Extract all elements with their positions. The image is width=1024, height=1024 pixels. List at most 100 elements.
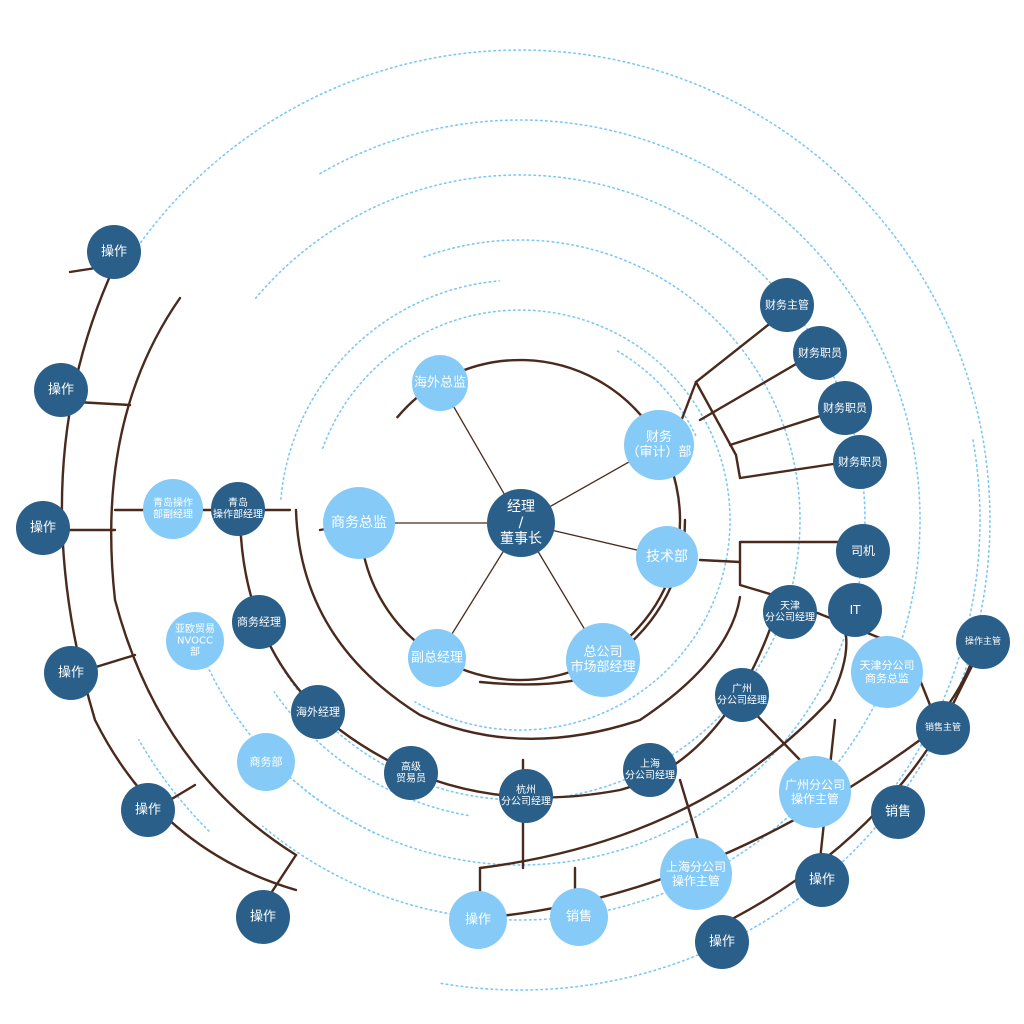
node-business-dept: 商务部 bbox=[237, 733, 295, 791]
node-circle bbox=[166, 612, 224, 670]
arc-ring-4 bbox=[110, 296, 298, 857]
node-business-manager: 商务经理 bbox=[232, 595, 286, 649]
node-finance-staff-3: 财务职员 bbox=[833, 435, 887, 489]
node-label: 副总经理 bbox=[411, 651, 463, 666]
node-circle bbox=[566, 623, 640, 697]
link-shanghai-supervisor bbox=[678, 778, 700, 842]
node-tianjin-ops-supervisor: 操作主管 bbox=[956, 615, 1010, 669]
node-label: NVOCC bbox=[177, 636, 213, 647]
node-circle bbox=[34, 363, 88, 417]
node-circle bbox=[449, 891, 507, 949]
node-label: 天津分公司 bbox=[860, 659, 915, 672]
node-circle bbox=[871, 785, 925, 839]
node-ops-4: 操作 bbox=[44, 646, 98, 700]
node-label: 财务 bbox=[646, 429, 672, 445]
node-circle bbox=[16, 501, 70, 555]
node-label: 销售 bbox=[885, 804, 911, 820]
node-ops-5: 操作 bbox=[121, 783, 175, 837]
node-circle bbox=[660, 838, 732, 910]
node-finance-dept: 财务（审计）部 bbox=[624, 410, 694, 480]
node-circle bbox=[623, 743, 677, 797]
node-circle bbox=[236, 890, 290, 944]
arc-ring-6 bbox=[478, 606, 848, 870]
node-circle bbox=[412, 355, 468, 411]
node-overseas-director: 海外总监 bbox=[412, 355, 468, 411]
node-label: 分公司经理 bbox=[501, 794, 551, 807]
node-ops-1: 操作 bbox=[87, 225, 141, 279]
node-circle bbox=[624, 410, 694, 480]
node-tech-dept: 技术部 bbox=[636, 526, 698, 588]
node-circle bbox=[828, 583, 882, 637]
node-business-director: 商务总监 bbox=[323, 487, 395, 559]
node-tianjin-sales-supervisor: 销售主管 bbox=[916, 701, 970, 755]
node-ops-2: 操作 bbox=[34, 363, 88, 417]
arc-ring-2 bbox=[294, 508, 742, 740]
node-label: 操作主管 bbox=[672, 873, 720, 888]
decorative-rings bbox=[134, 49, 991, 991]
node-label: 操作 bbox=[30, 520, 56, 536]
node-label: 操作主管 bbox=[965, 635, 1001, 647]
node-label: 分公司经理 bbox=[765, 610, 815, 623]
node-label: 商务部 bbox=[250, 755, 283, 769]
node-label: 商务总监 bbox=[331, 515, 387, 531]
node-ops-6: 操作 bbox=[236, 890, 290, 944]
link-tech-tianjin bbox=[698, 558, 792, 602]
node-label: 技术部 bbox=[646, 549, 688, 565]
node-circle bbox=[818, 381, 872, 435]
node-label: 上海分公司 bbox=[666, 859, 726, 874]
node-label: 操作 bbox=[101, 244, 127, 260]
node-label: 分公司经理 bbox=[625, 768, 675, 781]
node-label: 高级 bbox=[401, 760, 421, 773]
node-label: 海外经理 bbox=[296, 705, 340, 719]
node-label: 杭州 bbox=[516, 783, 536, 796]
node-circle bbox=[291, 685, 345, 739]
node-label: 市场部经理 bbox=[570, 659, 635, 675]
node-label: 司机 bbox=[851, 544, 875, 558]
node-chairman: 经理/董事长 bbox=[487, 489, 555, 557]
node-circle bbox=[793, 326, 847, 380]
node-label: 青岛操作 bbox=[153, 496, 193, 509]
node-label: 广州 bbox=[732, 683, 752, 695]
node-circle bbox=[487, 489, 555, 557]
node-finance-staff-1: 财务职员 bbox=[793, 326, 847, 380]
node-label: 商务经理 bbox=[237, 615, 281, 629]
node-circle bbox=[916, 701, 970, 755]
node-circle bbox=[851, 636, 923, 708]
node-driver: 司机 bbox=[836, 524, 890, 578]
node-label: 财务职员 bbox=[823, 401, 867, 415]
node-label: 操作 bbox=[48, 382, 74, 398]
node-label: 经理 bbox=[507, 499, 535, 515]
node-label: （审计）部 bbox=[626, 445, 691, 460]
dotted-ring-4 bbox=[256, 239, 801, 801]
org-nodes: 经理/董事长海外总监商务总监副总经理总公司市场部经理技术部财务（审计）部财务主管… bbox=[16, 225, 1010, 969]
node-circle bbox=[499, 769, 553, 823]
node-label: 操作部经理 bbox=[213, 507, 263, 520]
node-circle bbox=[956, 615, 1010, 669]
node-label: 海外总监 bbox=[414, 376, 466, 391]
node-circle bbox=[833, 435, 887, 489]
node-finance-supervisor: 财务主管 bbox=[760, 278, 814, 332]
node-it: IT bbox=[828, 583, 882, 637]
node-circle bbox=[715, 668, 769, 722]
node-circle bbox=[695, 915, 749, 969]
node-label: 操作 bbox=[58, 665, 84, 681]
node-circle bbox=[760, 278, 814, 332]
node-label: 商务总监 bbox=[865, 671, 909, 685]
node-circle bbox=[795, 853, 849, 907]
node-circle bbox=[550, 888, 608, 946]
node-guangzhou-sales: 销售 bbox=[871, 785, 925, 839]
dotted-ring-11 bbox=[138, 739, 210, 832]
node-circle bbox=[87, 225, 141, 279]
node-label: 财务主管 bbox=[765, 298, 809, 312]
finance-bracket bbox=[694, 380, 862, 480]
node-label: 董事长 bbox=[500, 531, 542, 547]
node-circle bbox=[143, 479, 203, 539]
node-label: IT bbox=[850, 603, 862, 617]
